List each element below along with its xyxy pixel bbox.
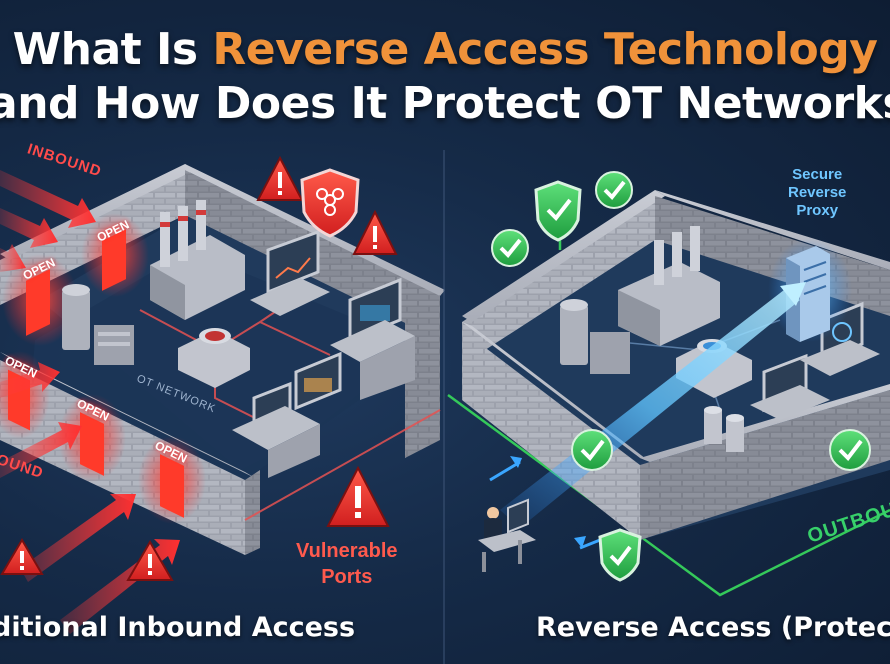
warning-icon — [126, 540, 174, 581]
vulnerable-ports-label: Vulnerable Ports — [296, 538, 398, 590]
right-factory-icon — [618, 226, 720, 346]
warning-icon — [0, 538, 44, 575]
proxy-line-3: Proxy — [796, 202, 839, 219]
page-title-line-2: and How Does It Protect OT Networks? — [0, 78, 890, 129]
warning-icon — [256, 155, 304, 201]
database-icon — [704, 406, 744, 452]
left-monitor-icon-2 — [330, 277, 415, 400]
title-accent: Reverse Access Technology — [212, 24, 878, 75]
left-monitor-icon — [250, 229, 330, 316]
check-icon — [829, 429, 871, 471]
left-panel-caption: ditional Inbound Access — [0, 612, 356, 643]
right-tank-icon — [560, 299, 630, 374]
check-icon — [595, 171, 633, 209]
right-monitor-icon — [750, 353, 830, 420]
user-workstation-icon — [478, 498, 536, 572]
check-shield-icon — [598, 528, 642, 582]
proxy-line-1: Secure — [792, 166, 843, 183]
right-panel-caption: Reverse Access (Protect — [536, 612, 890, 643]
left-tank-icon — [62, 284, 134, 365]
vulnerable-line-1: Vulnerable — [296, 540, 398, 562]
vulnerable-line-2: Ports — [321, 566, 373, 588]
outbound-beam — [489, 282, 806, 550]
proxy-line-2: Reverse — [788, 184, 847, 201]
left-server-icon — [178, 328, 250, 388]
check-icon — [491, 229, 529, 267]
warning-icon — [352, 209, 398, 255]
left-factory-icon — [150, 200, 245, 320]
secure-reverse-proxy-server — [768, 238, 852, 342]
page-title-line-1: What Is Reverse Access Technology — [0, 24, 890, 75]
left-monitor-icon-3 — [232, 351, 342, 478]
title-prefix: What Is — [12, 24, 213, 75]
check-shield-icon — [534, 180, 582, 242]
secure-reverse-proxy-label: Secure Reverse Proxy — [788, 166, 846, 220]
open-ports — [0, 213, 206, 524]
check-icon — [571, 429, 613, 471]
biohazard-shield-icon — [300, 168, 360, 238]
warning-icon — [326, 465, 390, 527]
